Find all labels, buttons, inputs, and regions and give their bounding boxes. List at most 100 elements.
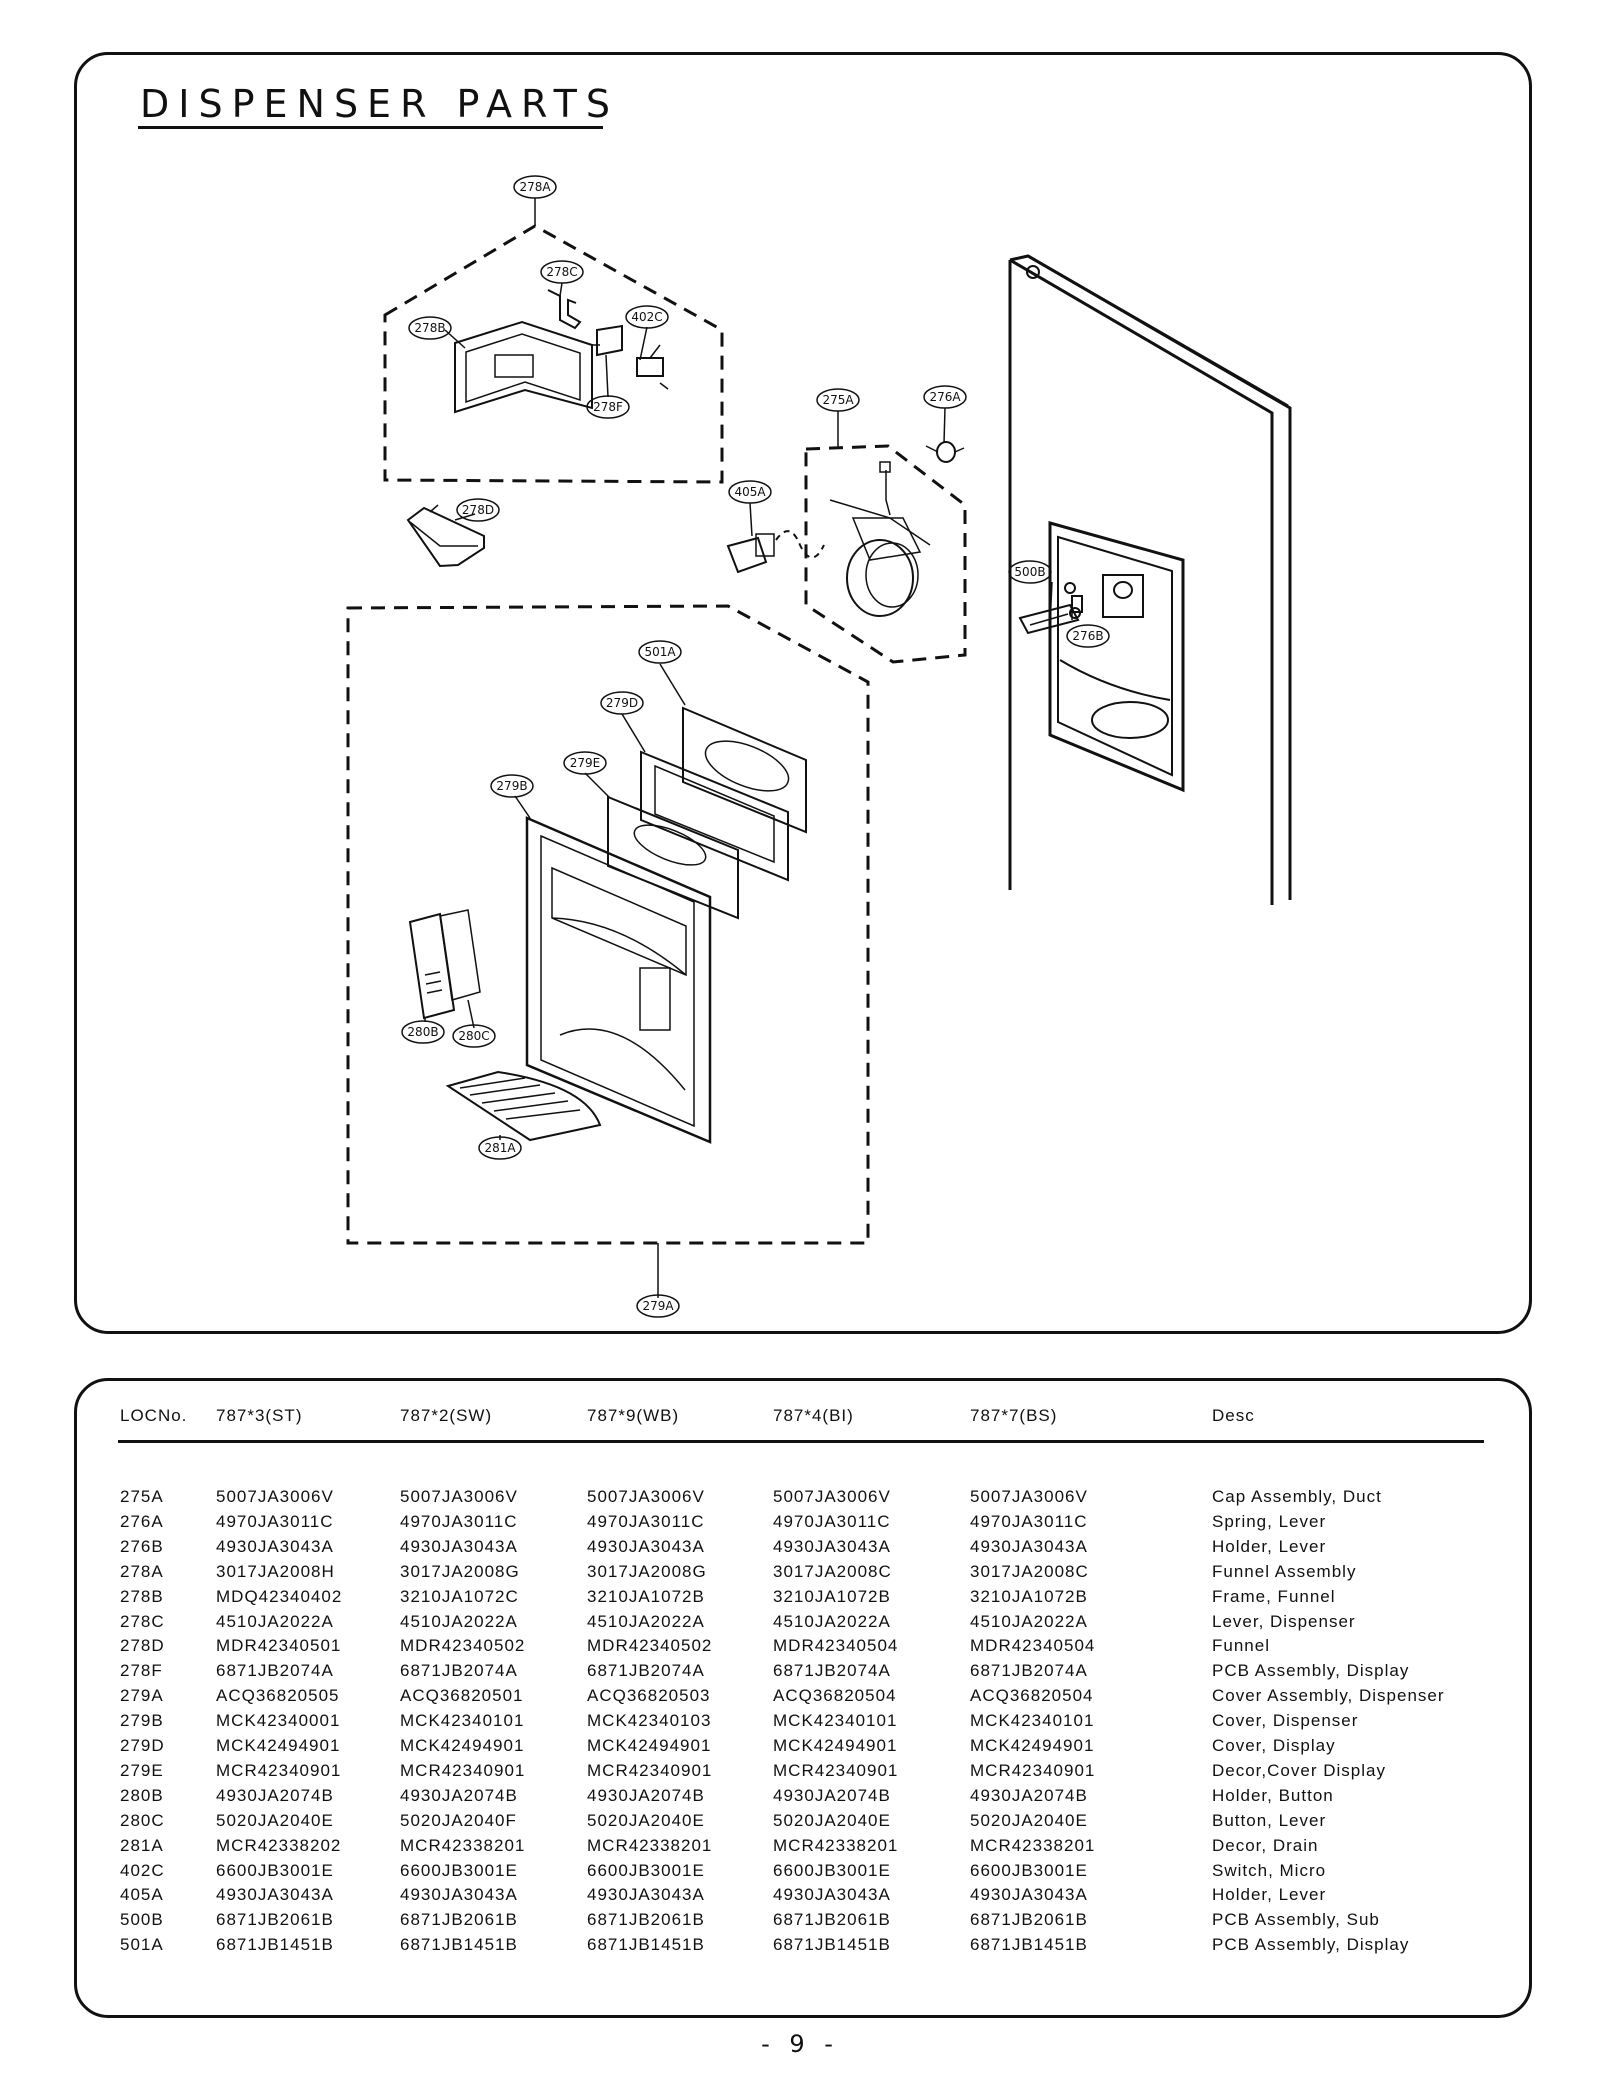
callout-279E-label: 279E	[570, 756, 601, 770]
table-header-cell: LOCNo.	[120, 1406, 188, 1425]
part-278D-funnel	[406, 504, 485, 568]
table-header-cell: Desc	[1212, 1406, 1255, 1425]
parts-table-frame	[74, 1378, 1532, 2018]
table-row-part-number: 3017JA2008G	[400, 1561, 520, 1581]
table-row-part-number: MCR42338202	[216, 1835, 342, 1855]
table-row-part-number: 5020JA2040E	[773, 1810, 891, 1830]
table-row-part-number: ACQ36820505	[216, 1686, 340, 1706]
callout-278D	[456, 498, 500, 522]
part-275A-cap-duct	[829, 461, 931, 617]
table-row-part-number: 6871JB1451B	[587, 1935, 705, 1955]
table-row-part-number: MCR42340901	[773, 1760, 899, 1780]
table-row-part-number: MCK42494901	[216, 1736, 341, 1755]
table-row-loc: 276B	[120, 1536, 164, 1556]
callout-278D-label: 278D	[462, 503, 494, 517]
callout-278B-label: 278B	[414, 321, 445, 335]
table-row-desc: Frame, Funnel	[1212, 1586, 1336, 1606]
callout-279E	[563, 751, 607, 775]
table-row-part-number: ACQ36820503	[587, 1686, 711, 1706]
table-row-part-number: 6871JB2074A	[970, 1661, 1088, 1681]
part-281A-decor-drain	[445, 1070, 602, 1142]
table-row-part-number: 3210JA1072B	[773, 1586, 891, 1606]
table-row-loc: 280C	[120, 1810, 165, 1830]
table-row-part-number: 4930JA3043A	[773, 1885, 891, 1905]
callout-279B-label: 279B	[496, 779, 527, 793]
table-row-part-number: ACQ36820504	[773, 1686, 897, 1706]
callout-280C	[452, 1024, 496, 1048]
table-row-part-number: MCR42340901	[216, 1760, 342, 1780]
part-278F-pcb	[596, 324, 623, 357]
part-405A-holder	[726, 530, 825, 574]
table-row-part-number: 6600JB3001E	[970, 1860, 1088, 1880]
table-row-desc: Decor,Cover Display	[1212, 1760, 1386, 1780]
table-row-desc: Decor, Drain	[1212, 1835, 1319, 1855]
callout-278A	[513, 175, 557, 199]
part-278B-frame-funnel	[454, 320, 600, 414]
table-row-part-number: MCR42340901	[970, 1760, 1096, 1780]
table-row-part-number: 4930JA2074B	[773, 1785, 891, 1805]
table-row-part-number: 6871JB1451B	[970, 1935, 1088, 1955]
table-row-loc: 278B	[120, 1586, 164, 1606]
title-underline	[138, 126, 603, 129]
part-402C-switch	[636, 344, 669, 390]
table-row-part-number: 5020JA2040E	[970, 1810, 1088, 1830]
table-row-loc: 278A	[120, 1561, 164, 1581]
table-row-part-number: 6600JB3001E	[216, 1860, 334, 1880]
table-row-part-number: 5020JA2040E	[216, 1810, 334, 1830]
table-row-part-number: 6871JB2061B	[970, 1910, 1088, 1930]
table-row-part-number: 3210JA1072B	[587, 1586, 705, 1606]
part-276A-spring	[925, 441, 965, 463]
table-row-part-number: MCK42494901	[400, 1736, 525, 1755]
callout-501A	[638, 640, 682, 664]
callout-500B	[1008, 560, 1052, 584]
table-row-part-number: 6871JB2074A	[773, 1661, 891, 1681]
page-title: DISPENSER PARTS	[140, 82, 620, 126]
table-row-desc: Cover, Dispenser	[1212, 1711, 1359, 1731]
callout-279D-label: 279D	[606, 696, 638, 710]
table-row-part-number: MDR42340504	[773, 1636, 899, 1656]
table-row-desc: Holder, Lever	[1212, 1885, 1327, 1905]
callout-279A	[636, 1294, 680, 1318]
part-279D-cover-display	[640, 750, 789, 882]
part-279E-decor-cover	[607, 795, 739, 920]
table-row-part-number: 3210JA1072C	[400, 1586, 519, 1606]
table-row-part-number: MDR42340502	[400, 1636, 526, 1656]
table-row-part-number: 4930JA3043A	[970, 1885, 1088, 1905]
table-row-part-number: MCR42338201	[400, 1835, 526, 1855]
table-row-part-number: 5020JA2040F	[400, 1810, 517, 1830]
callout-402C-label: 402C	[631, 310, 662, 324]
table-row-loc: 278F	[120, 1661, 163, 1681]
table-row-part-number: MCK42340101	[970, 1711, 1095, 1731]
table-row-part-number: 3017JA2008G	[587, 1561, 707, 1581]
callout-279B	[490, 774, 534, 798]
table-row-part-number: 4930JA3043A	[400, 1885, 518, 1905]
table-row-part-number: ACQ36820504	[970, 1686, 1094, 1706]
callout-280C-label: 280C	[458, 1029, 489, 1043]
table-row-part-number: MDR42340501	[216, 1636, 342, 1656]
table-row-desc: Cover Assembly, Dispenser	[1212, 1686, 1445, 1706]
table-row-desc: Lever, Dispenser	[1212, 1611, 1356, 1631]
callout-276B	[1066, 624, 1110, 648]
door-panel	[1008, 254, 1292, 905]
table-row-loc: 278D	[120, 1636, 165, 1656]
table-row-part-number: 5007JA3006V	[773, 1487, 891, 1506]
callout-501A-label: 501A	[644, 645, 676, 659]
table-row-loc: 405A	[120, 1885, 164, 1905]
table-row-part-number: 4930JA2074B	[970, 1785, 1088, 1805]
table-row-loc: 279A	[120, 1686, 164, 1706]
callout-280B	[401, 1020, 445, 1044]
table-header-cell: 787*2(SW)	[400, 1406, 493, 1425]
callout-278C-label: 278C	[546, 265, 577, 279]
table-row-part-number: 6871JB2074A	[587, 1661, 705, 1681]
table-row-desc: Cap Assembly, Duct	[1212, 1487, 1382, 1506]
callout-402C	[625, 305, 669, 329]
table-header-cell: 787*3(ST)	[216, 1406, 303, 1425]
part-279B-cover-dispenser	[525, 816, 712, 1144]
table-row-part-number: MCR42338201	[773, 1835, 899, 1855]
table-row-part-number: 4930JA3043A	[216, 1536, 334, 1556]
table-row-part-number: 4970JA3011C	[970, 1511, 1088, 1531]
table-row-part-number: MCK42340001	[216, 1711, 341, 1731]
table-row-loc: 279D	[120, 1736, 165, 1755]
table-row-part-number: 4970JA3011C	[773, 1511, 891, 1531]
table-row-loc: 281A	[120, 1835, 164, 1855]
